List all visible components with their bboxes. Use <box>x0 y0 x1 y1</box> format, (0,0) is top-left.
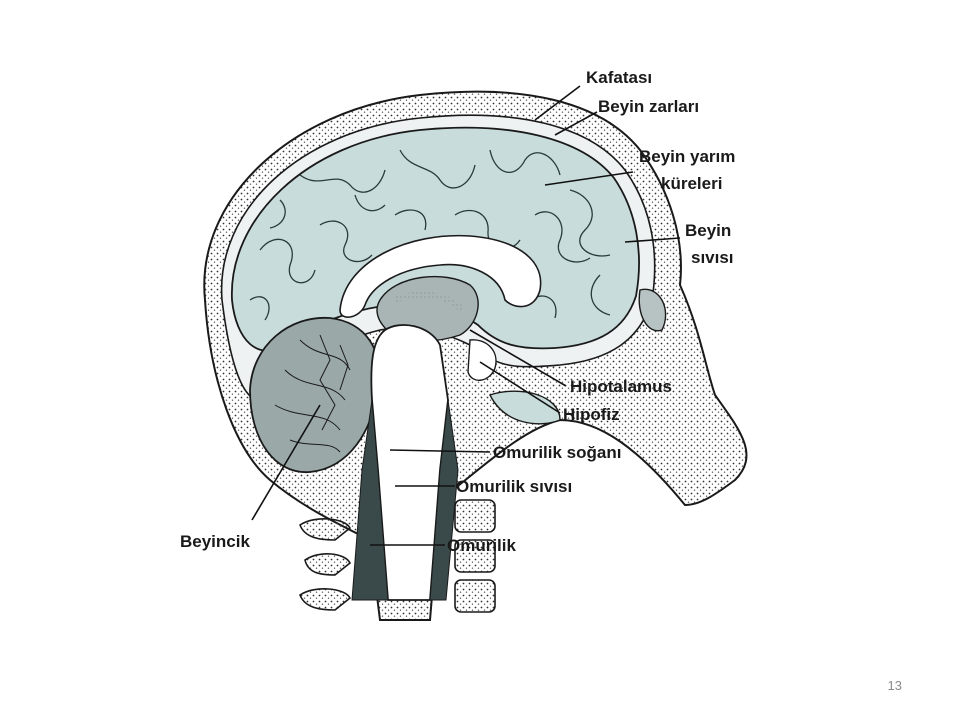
csf-channel <box>351 399 389 601</box>
label-omurilik-sogani: Omurilik soğanı <box>493 443 621 462</box>
pituitary-region <box>467 339 497 381</box>
label-hipofiz: Hipofiz <box>563 405 620 424</box>
label-hipotalamus: Hipotalamus <box>570 377 672 396</box>
label-beyin-zarlari: Beyin zarları <box>598 97 699 116</box>
label-beyin-yarim-kureleri-2: küreleri <box>661 174 722 193</box>
frontal-sinus <box>638 288 667 332</box>
label-beyin-yarim-kureleri-1: Beyin yarım <box>639 147 735 166</box>
leader-lines <box>251 85 681 546</box>
label-omurilik: Omurilik <box>447 536 517 555</box>
label-beyincik: Beyincik <box>180 532 250 551</box>
corpus-callosum <box>339 234 542 318</box>
label-beyin-sivisi-2: sıvısı <box>691 248 734 267</box>
page-number: 13 <box>887 678 902 693</box>
label-kafatasi: Kafatası <box>586 68 652 87</box>
cerebellum-folia <box>274 334 351 453</box>
sphenoid-sinus <box>489 390 561 425</box>
label-omurilik-sivisi: Omurilik sıvısı <box>456 477 572 496</box>
label-beyin-sivisi-1: Beyin <box>685 221 731 240</box>
vertebrae <box>299 499 496 613</box>
